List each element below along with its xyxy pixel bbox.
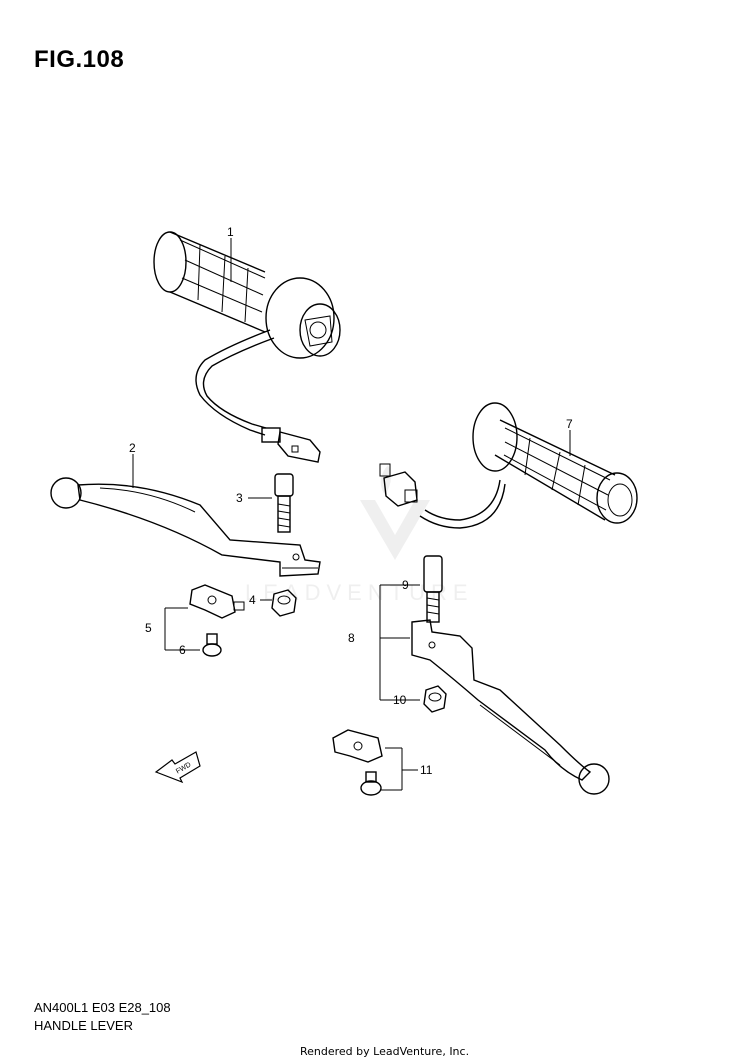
- callout-3: 3: [236, 491, 243, 505]
- part-switch-assembly-5[interactable]: [189, 584, 245, 619]
- callout-11: 11: [420, 763, 433, 777]
- part-right-grip[interactable]: [379, 402, 638, 529]
- part-nut-10[interactable]: [423, 685, 447, 713]
- callout-2: 2: [129, 441, 136, 455]
- part-clutch-lever[interactable]: [50, 477, 321, 577]
- callout-5: 5: [145, 621, 152, 635]
- part-pivot-bolt-3[interactable]: [274, 473, 294, 533]
- watermark-logo: LEADVENTURE: [245, 465, 468, 605]
- part-screw-6[interactable]: [202, 633, 222, 657]
- callout-4: 4: [249, 593, 256, 607]
- part-left-grip[interactable]: [153, 231, 341, 463]
- callout-10: 10: [393, 693, 407, 707]
- part-nut-4[interactable]: [271, 589, 297, 617]
- rendered-by-credit: Rendered by LeadVenture, Inc.: [300, 1045, 470, 1058]
- callout-9: 9: [402, 578, 409, 592]
- part-pivot-bolt-9[interactable]: [423, 555, 443, 623]
- callout-6: 6: [179, 643, 186, 657]
- part-brake-lever-set[interactable]: [411, 619, 610, 795]
- fwd-arrow-icon: FWD: [154, 751, 201, 784]
- callout-8: 8: [348, 631, 355, 645]
- model-code: AN400L1 E03 E28_108: [34, 1000, 171, 1015]
- callout-1: 1: [227, 225, 234, 239]
- part-brake-switch-set[interactable]: [332, 729, 383, 796]
- figure-title: FIG.108: [34, 46, 125, 73]
- callout-7: 7: [566, 417, 573, 431]
- section-name: HANDLE LEVER: [34, 1018, 133, 1033]
